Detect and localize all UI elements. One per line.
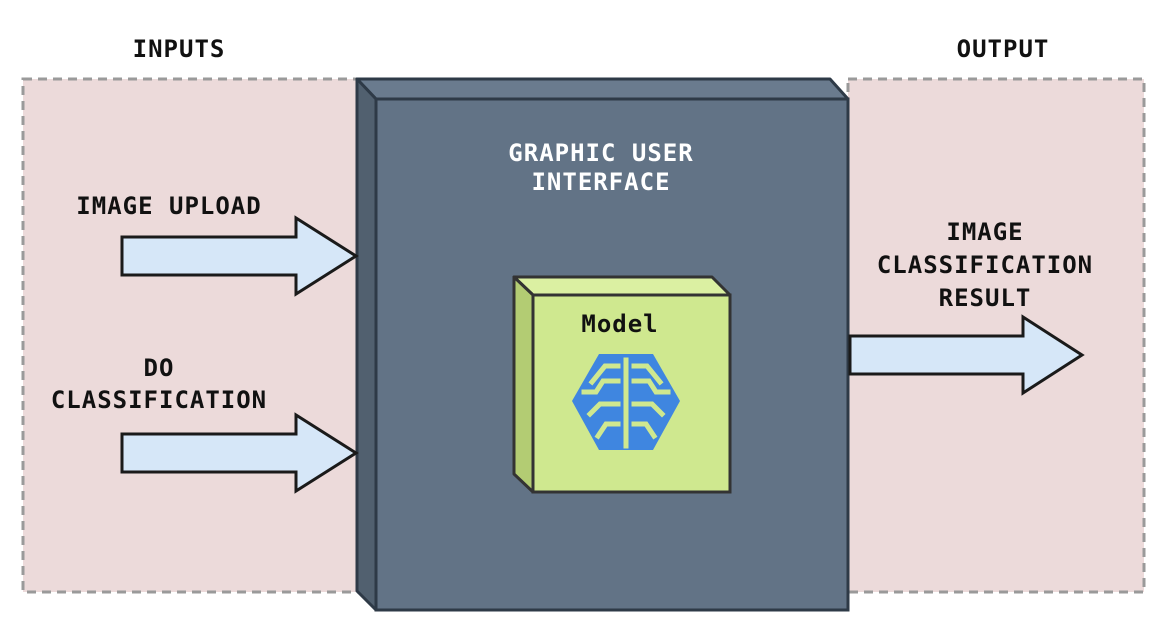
do-classification-label-line-2: CLASSIFICATION: [51, 386, 267, 414]
do-classification-arrow: [120, 412, 359, 494]
output-label-line-1: IMAGE: [946, 218, 1023, 246]
inputs-heading: INPUTS: [133, 35, 226, 63]
output-label-line-2: CLASSIFICATION: [877, 251, 1093, 279]
gui-title-line-1: GRAPHIC USER: [508, 139, 693, 167]
output-label-line-3: RESULT: [939, 284, 1032, 312]
brain-icon: [572, 354, 680, 450]
model-block: [512, 275, 732, 494]
image-upload-arrow: [120, 215, 359, 297]
gui-title-line-2: INTERFACE: [531, 168, 670, 196]
gui-block-side: [355, 77, 378, 612]
image-upload-label: IMAGE UPLOAD: [76, 192, 261, 220]
output-heading: OUTPUT: [957, 35, 1050, 63]
model-label: Model: [581, 310, 658, 338]
classification-result-arrow: [848, 314, 1085, 396]
model-block-side: [512, 275, 535, 494]
model-block-top: [512, 275, 732, 297]
do-classification-label-line-1: DO: [144, 354, 175, 382]
inputs-panel: [21, 77, 360, 594]
gui-block-top: [355, 77, 850, 101]
